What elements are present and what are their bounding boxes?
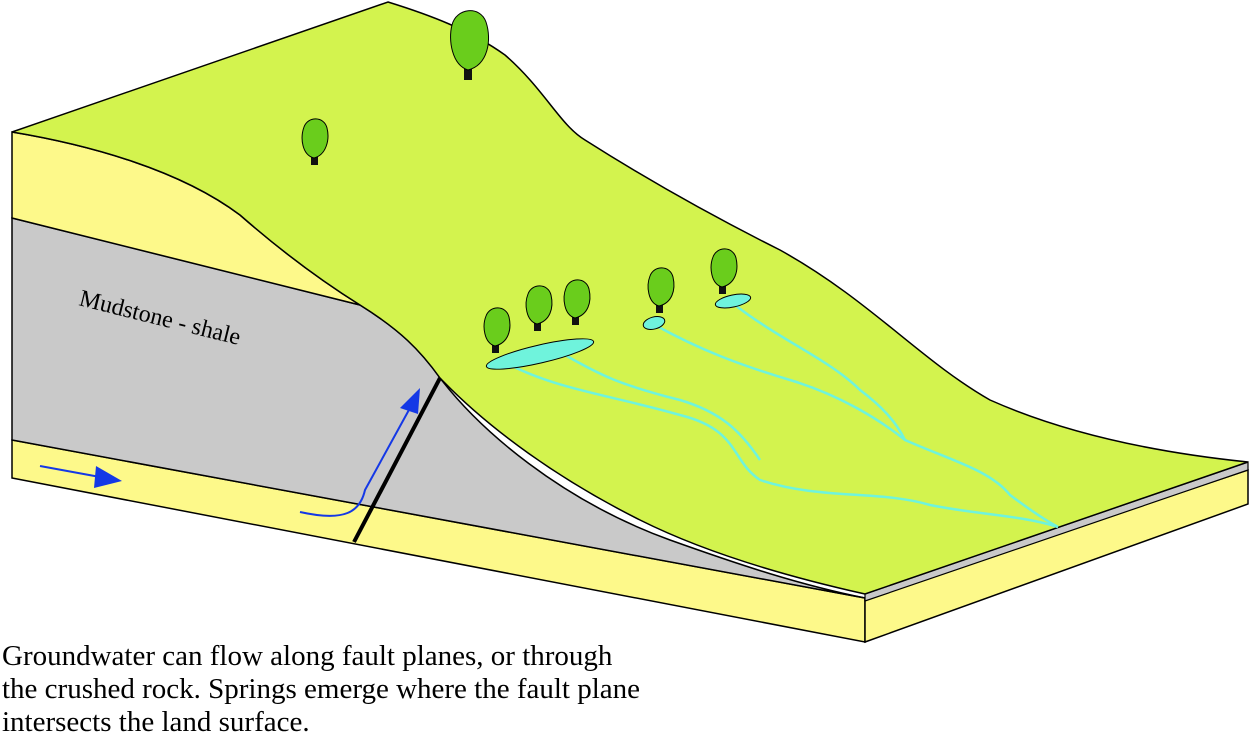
caption: Groundwater can flow along fault planes,… bbox=[2, 640, 762, 739]
spring-pools bbox=[485, 293, 752, 370]
spring-streams bbox=[509, 304, 1059, 529]
caption-line: the crushed rock. Springs emerge where t… bbox=[2, 673, 641, 705]
fault-plane bbox=[352, 377, 442, 543]
tree-icon bbox=[563, 279, 591, 325]
tree-icon bbox=[647, 267, 675, 313]
tree-icon bbox=[483, 307, 511, 353]
tree-icon bbox=[525, 285, 553, 331]
groundwater-flow-arrow-horizontal bbox=[39, 465, 122, 488]
tree-icon bbox=[450, 10, 489, 80]
tree-icon bbox=[710, 248, 738, 294]
tree-icon bbox=[301, 118, 329, 165]
caption-line: Groundwater can flow along fault planes,… bbox=[2, 640, 613, 672]
caption-line: intersects the land surface. bbox=[2, 706, 310, 738]
groundwater-flow-arrow-up-fault bbox=[299, 388, 420, 517]
